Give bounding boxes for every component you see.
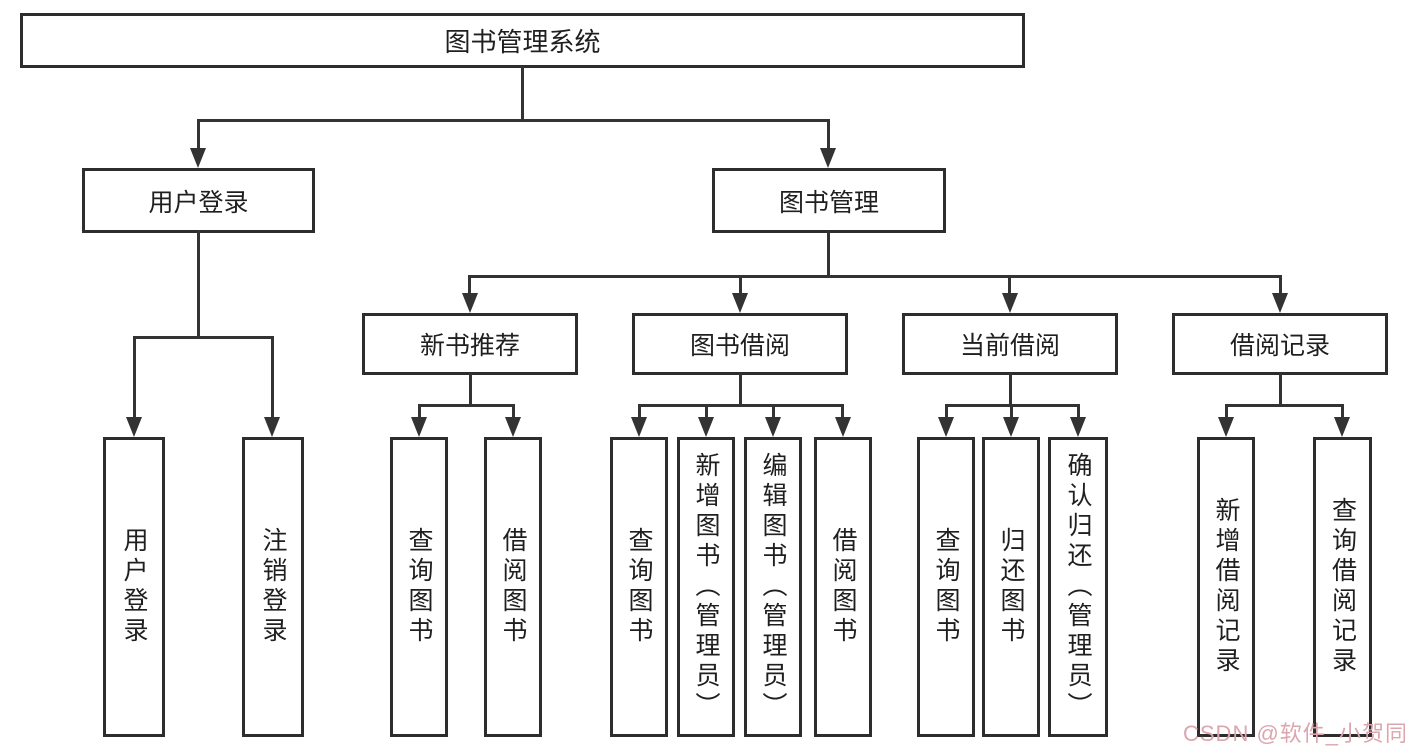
arrow-down-icon [698,417,714,437]
connector-line [739,373,742,406]
connector-line [945,404,948,420]
connector-line [197,119,830,122]
arrow-down-icon [938,417,954,437]
connector-line [841,404,844,420]
connector-line [772,404,775,420]
arrow-down-icon [1070,417,1086,437]
node-borrow-records: 借阅记录 [1172,313,1388,375]
leaf-query-borrow-record: 查询借阅记录 [1313,437,1372,737]
connector-line [638,404,844,407]
connector-line [739,275,742,297]
leaf-confirm-return-admin: 确认归还（管理员） [1048,437,1108,737]
leaf-query-books-current: 查询图书 [917,437,975,737]
leaf-query-books-borrow: 查询图书 [610,437,668,737]
connector-line [418,404,421,420]
connector-line [1225,404,1228,420]
connector-line [827,119,830,153]
connector-line [1279,373,1282,406]
connector-line [1009,373,1012,406]
arrow-down-icon [1003,417,1019,437]
node-book-management: 图书管理 [712,168,946,233]
connector-line [827,231,830,277]
arrow-down-icon [190,148,206,168]
connector-line [469,373,472,406]
connector-line [469,275,1282,278]
connector-line [638,404,641,420]
connector-line [418,404,514,407]
connector-line [468,275,471,297]
connector-line [1008,275,1011,297]
leaf-user-login: 用户登录 [103,437,165,737]
arrow-down-icon [732,293,748,313]
leaf-add-borrow-record: 新增借阅记录 [1197,437,1255,737]
arrow-down-icon [631,417,647,437]
arrow-down-icon [820,148,836,168]
arrow-down-icon [1334,417,1350,437]
leaf-return-books: 归还图书 [982,437,1040,737]
node-user-login: 用户登录 [82,168,315,233]
connector-line [197,119,200,153]
connector-line [1279,275,1282,297]
connector-line [133,336,273,339]
connector-line [1225,404,1344,407]
leaf-logout: 注销登录 [242,437,304,737]
connector-line [1010,404,1013,420]
connector-line [197,230,200,338]
arrow-down-icon [126,417,142,437]
arrow-down-icon [1218,417,1234,437]
connector-line [521,66,524,122]
connector-line [705,404,708,420]
arrow-down-icon [1272,293,1288,313]
connector-line [1077,404,1080,420]
arrow-down-icon [462,293,478,313]
arrow-down-icon [264,417,280,437]
node-new-book-recommend: 新书推荐 [362,313,578,375]
arrow-down-icon [835,417,851,437]
arrow-down-icon [505,417,521,437]
leaf-add-book-admin: 新增图书（管理员） [677,437,735,737]
leaf-borrow-books-recommend: 借阅图书 [484,437,542,737]
leaf-edit-book-admin: 编辑图书（管理员） [744,437,802,737]
arrow-down-icon [1002,293,1018,313]
node-book-borrow: 图书借阅 [632,313,848,375]
arrow-down-icon [411,417,427,437]
connector-line [512,404,515,420]
node-root: 图书管理系统 [20,13,1025,68]
watermark: CSDN @软件_小贺同学 [1183,721,1405,746]
connector-line [271,336,274,421]
connector-line [133,336,136,421]
leaf-query-books-recommend: 查询图书 [390,437,448,737]
leaf-borrow-books: 借阅图书 [814,437,872,737]
node-current-borrow: 当前借阅 [902,313,1118,375]
arrow-down-icon [765,417,781,437]
connector-line [1341,404,1344,420]
